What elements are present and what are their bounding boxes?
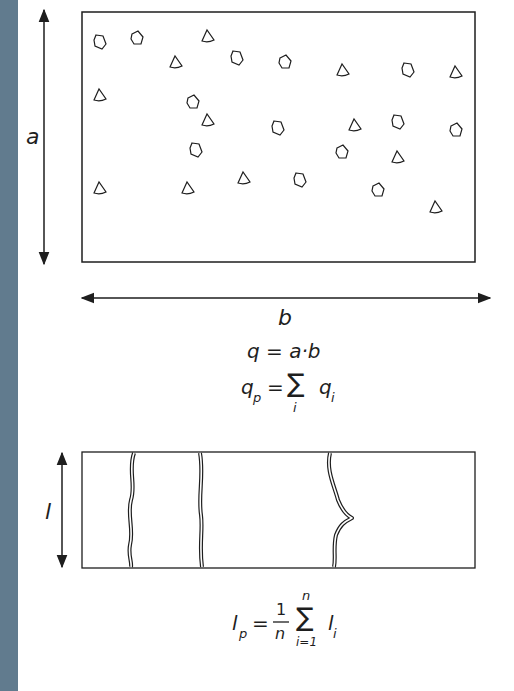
pore (402, 63, 414, 77)
dimension-arrow (43, 10, 45, 264)
pore (187, 95, 199, 108)
pore (238, 172, 250, 184)
crack-sample (82, 452, 475, 568)
formula-symbol: q (319, 377, 332, 397)
denominator: n (275, 626, 285, 642)
subscript: p (253, 391, 261, 404)
sum-sign: ∑ (287, 370, 305, 396)
pore (430, 201, 442, 213)
pore (337, 64, 349, 76)
formula-symbol: l (328, 613, 334, 633)
pore (131, 31, 143, 44)
sample-area (82, 12, 475, 262)
formula-symbol: q (241, 377, 254, 397)
pore (372, 183, 384, 196)
formula-symbol: = (252, 613, 269, 633)
sum-sign: ∑ (296, 604, 314, 630)
subscript: p (239, 627, 247, 640)
pore (202, 114, 214, 126)
pore (94, 35, 106, 49)
formula: q = a·b (247, 341, 320, 361)
subscript: i=1 (296, 636, 317, 648)
pore (349, 119, 361, 131)
pore (450, 66, 462, 78)
subscript: i (331, 391, 335, 404)
subscript: i (293, 401, 297, 414)
dimension-label: l (45, 501, 51, 523)
pores (94, 30, 462, 213)
pore (294, 173, 306, 187)
pore (94, 182, 106, 194)
pore (202, 30, 214, 42)
pore (182, 182, 194, 194)
pore (231, 51, 243, 65)
side-strip (0, 0, 18, 691)
pore (392, 115, 404, 129)
numerator: 1 (276, 602, 286, 618)
fraction-bar (273, 621, 289, 622)
formula-symbol: = (267, 377, 284, 397)
pore (392, 151, 404, 163)
pore (190, 143, 202, 157)
subscript: i (333, 627, 337, 640)
superscript: n (302, 589, 310, 602)
pore (336, 145, 348, 158)
pore (272, 121, 284, 135)
dimension-label: a (26, 126, 39, 148)
pore (279, 55, 291, 68)
pore (450, 123, 462, 136)
dimension-label: b (278, 307, 292, 329)
pore (170, 56, 182, 68)
dimension-arrow (61, 453, 63, 567)
formula-symbol: l (232, 613, 238, 633)
dimension-arrow (82, 297, 490, 299)
cracks (129, 453, 352, 567)
pore (94, 89, 106, 101)
